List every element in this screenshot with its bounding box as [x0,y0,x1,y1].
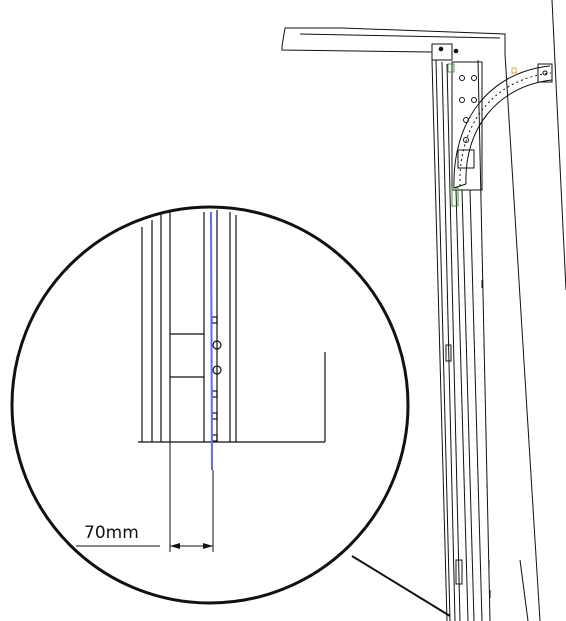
dimension-arrow-right [203,543,213,549]
door-frame [281,0,566,621]
plate-hole-1 [459,75,465,81]
bracket-screw [542,70,548,76]
wall-edge-low [519,559,529,621]
square-hole-1 [211,316,218,324]
centerline [210,211,213,471]
plate-hole-6 [463,137,469,143]
magnifier-leader-line [351,555,451,617]
plate-hole-4 [471,97,477,103]
rail-end-bottom [453,183,467,189]
corner-screw-1 [438,46,444,52]
frame-header-outer [285,27,506,54]
jamb-line-7 [469,189,483,621]
jamb-line-5 [455,189,469,621]
rail-end-bracket [537,63,553,83]
jamb-outer-right [504,53,541,621]
square-hole-2 [211,390,218,398]
dimension-arrow-left [170,543,180,549]
jamb-line-6 [461,189,475,621]
plate-hole-2 [471,75,477,81]
jamb-line-4 [446,63,461,621]
round-hole-2 [212,365,222,375]
mounting-plate [451,61,483,191]
curved-rail-outer [453,65,551,189]
plate-green-tab-2 [451,187,459,207]
wall-edge [551,0,566,291]
magnifier-detail [10,205,451,617]
dimension-label: 70mm [84,523,139,543]
frame-header-edge [281,27,286,47]
plate-hole-3 [459,97,465,103]
corner-screw-2 [453,48,459,54]
round-hole-1 [212,340,222,350]
frame-header-top-line [299,33,501,39]
jamb-line-2 [435,59,451,621]
frame-corner-block [431,43,453,61]
jamb-line-3 [441,61,456,621]
frame-header-inner [281,46,433,60]
curved-arm-mechanism [447,61,553,207]
jamb-line-1 [431,59,448,621]
detail-profile [138,210,326,443]
magnifier-circle [10,205,410,605]
jamb-hinge-2 [455,559,463,585]
rail-orange-mark [511,67,517,74]
jamb-hinge-1 [445,344,452,362]
curved-rail-teeth [459,72,552,187]
curved-rail-inner [465,79,553,185]
plate-green-tab [447,63,455,73]
